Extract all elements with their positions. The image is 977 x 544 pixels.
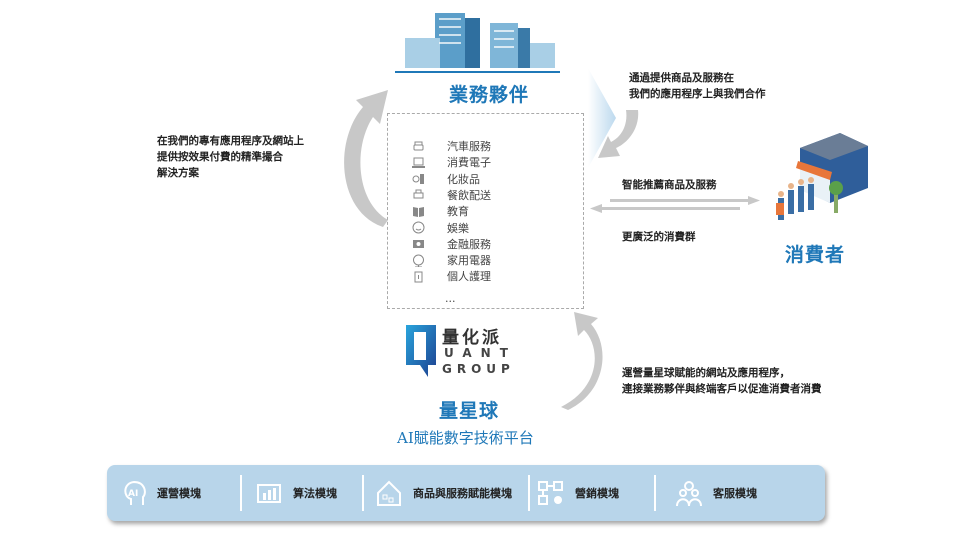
module-label: 算法模塊 bbox=[293, 487, 337, 500]
top-right-note-line: 我們的應用程序上與我們合作 bbox=[629, 88, 766, 100]
top-right-note: 通過提供商品及服務在 我們的應用程序上與我們合作 bbox=[629, 70, 766, 102]
category-label: 消費電子 bbox=[447, 156, 491, 170]
left-note: 在我們的專有應用程序及網站上 提供按效果付費的精準撮合 解決方案 bbox=[157, 133, 304, 181]
module-divider bbox=[240, 475, 242, 511]
category-label: 個人護理 bbox=[447, 270, 491, 284]
category-item: 餐飲配送 bbox=[412, 187, 491, 203]
module-item: AI 運營模塊 bbox=[119, 465, 201, 521]
store-with-customers-illustration bbox=[776, 133, 868, 220]
category-label: 餐飲配送 bbox=[447, 188, 491, 202]
module-label: 營銷模塊 bbox=[575, 487, 619, 500]
modules-bar: AI 運營模塊 算法模塊 商品與服務賦能模塊 營銷模塊 客服模塊 bbox=[107, 465, 825, 521]
logo-group-text: GROUP bbox=[442, 362, 515, 376]
module-divider bbox=[528, 475, 530, 511]
partner-categories-box: 汽車服務消費電子化妝品餐飲配送教育娛樂金融服務家用電器個人護理... bbox=[387, 113, 584, 309]
consumer-group-label: 更廣泛的消費群 bbox=[622, 231, 696, 243]
food-delivery-icon bbox=[413, 189, 424, 199]
category-label: 汽車服務 bbox=[447, 140, 491, 153]
left-note-line: 解決方案 bbox=[157, 167, 199, 179]
curved-arrow-up-icon bbox=[344, 90, 388, 227]
module-divider bbox=[362, 475, 364, 511]
category-item: 個人護理 bbox=[412, 268, 491, 284]
category-item: 娛樂 bbox=[412, 220, 469, 236]
svg-text:AI: AI bbox=[128, 489, 138, 499]
more-categories: ... bbox=[445, 291, 456, 305]
category-label: 娛樂 bbox=[447, 221, 469, 235]
module-item: 營銷模塊 bbox=[537, 465, 619, 521]
category-label: 教育 bbox=[447, 205, 469, 219]
category-label: 金融服務 bbox=[447, 237, 491, 251]
module-label: 客服模塊 bbox=[713, 487, 757, 500]
recommend-label: 智能推薦商品及服務 bbox=[622, 179, 717, 191]
category-label: 化妝品 bbox=[447, 172, 480, 186]
category-item: 家用電器 bbox=[412, 252, 491, 268]
logo-chinese-text: 量化派 bbox=[442, 328, 502, 348]
category-item: 教育 bbox=[412, 203, 469, 219]
fan-icon bbox=[413, 254, 424, 267]
category-item: 金融服務 bbox=[412, 236, 491, 252]
bottom-right-note: 運營量星球賦能的網站及應用程序， 連接業務夥伴與終端客戶以促進消費者消費 bbox=[622, 365, 822, 397]
laptop-icon bbox=[412, 157, 425, 168]
ai-head-icon: AI bbox=[124, 480, 146, 505]
logo-uant-text: UANT bbox=[444, 346, 517, 360]
curved-arrow-up-right-icon bbox=[561, 312, 603, 410]
smiley-icon bbox=[412, 221, 425, 234]
module-item: 算法模塊 bbox=[255, 465, 337, 521]
car-icon bbox=[413, 141, 424, 150]
bottom-right-note-line: 連接業務夥伴與終端客戶以促進消費者消費 bbox=[622, 383, 822, 395]
house-icon bbox=[377, 480, 401, 506]
platform-name: 量星球 bbox=[439, 400, 500, 422]
quant-group-logo: 量化派 UANT GROUP bbox=[406, 323, 526, 381]
module-divider bbox=[654, 475, 656, 511]
category-item: 化妝品 bbox=[412, 171, 480, 187]
business-partners-title: 業務夥伴 bbox=[449, 84, 530, 106]
module-label: 商品與服務賦能模塊 bbox=[413, 487, 512, 500]
cosmetics-icon bbox=[412, 174, 424, 185]
module-item: 客服模塊 bbox=[675, 465, 757, 521]
consumers-title: 消費者 bbox=[785, 244, 846, 266]
top-right-note-line: 通過提供商品及服務在 bbox=[629, 72, 734, 84]
curved-arrow-down-left-icon bbox=[598, 110, 639, 158]
flowchart-icon bbox=[538, 481, 563, 505]
category-item: 消費電子 bbox=[412, 154, 491, 170]
module-item: 商品與服務賦能模塊 bbox=[375, 465, 512, 521]
personal-care-icon bbox=[414, 271, 423, 283]
category-label: 家用電器 bbox=[447, 254, 491, 268]
people-icon bbox=[676, 481, 702, 507]
platform-subtitle: AI賦能數字技術平台 bbox=[397, 429, 534, 447]
module-label: 運營模塊 bbox=[157, 487, 201, 500]
wallet-icon bbox=[413, 240, 424, 249]
office-buildings-illustration bbox=[395, 13, 560, 73]
category-item: 汽車服務 bbox=[412, 138, 491, 154]
left-note-line: 提供按效果付費的精準撮合 bbox=[157, 151, 283, 163]
left-note-line: 在我們的專有應用程序及網站上 bbox=[157, 135, 304, 147]
book-icon bbox=[413, 206, 424, 217]
bottom-right-note-line: 運營量星球賦能的網站及應用程序， bbox=[622, 367, 790, 379]
bar-chart-icon bbox=[257, 484, 281, 503]
light-blue-chevron-shape bbox=[588, 68, 616, 168]
double-arrows-icon bbox=[590, 196, 760, 213]
